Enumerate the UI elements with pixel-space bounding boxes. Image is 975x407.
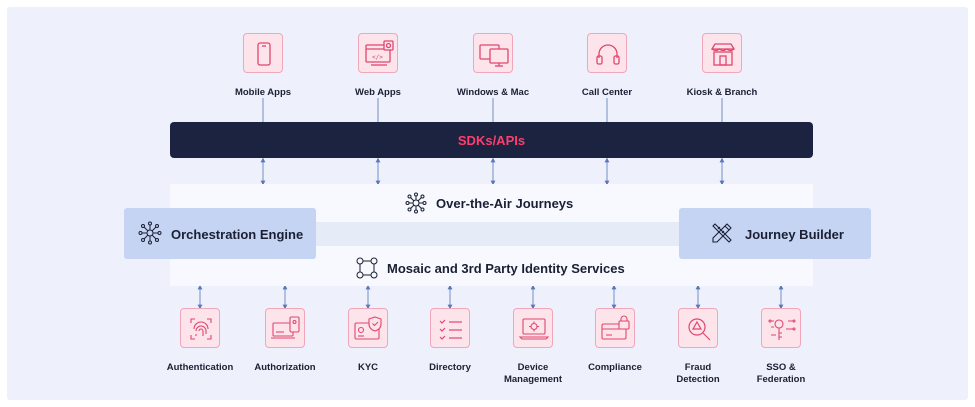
journeys-icon — [405, 192, 427, 214]
channel-label-windows-mac: Windows & Mac — [456, 87, 530, 98]
channel-label-web-apps: Web Apps — [355, 87, 401, 98]
journey-builder-label: Journey Builder — [745, 227, 844, 242]
headset-icon — [587, 33, 627, 73]
laptop-gear-icon — [513, 308, 553, 348]
service-label-kyc: KYC — [357, 362, 379, 373]
identity-title: Mosaic and 3rd Party Identity Services — [387, 261, 625, 276]
mobile-phone-icon — [243, 33, 283, 73]
checklist-icon — [430, 308, 470, 348]
web-browser-icon: </> — [358, 33, 398, 73]
service-label-authentication: Authentication — [166, 362, 234, 373]
service-label-compliance: Compliance — [588, 362, 642, 373]
fingerprint-icon — [180, 308, 220, 348]
service-label-directory: Directory — [429, 362, 471, 373]
sdk-api-bar: SDKs/APIs — [170, 122, 813, 158]
channel-label-mobile-apps: Mobile Apps — [234, 87, 292, 98]
desktop-windows-icon — [473, 33, 513, 73]
circuit-key-icon — [761, 308, 801, 348]
magnify-alert-icon — [678, 308, 718, 348]
journey-builder-box: Journey Builder — [679, 208, 871, 259]
channel-label-kiosk-branch: Kiosk & Branch — [686, 87, 758, 98]
orchestration-engine-box: Orchestration Engine — [124, 208, 316, 259]
sdk-api-label: SDKs/APIs — [457, 133, 526, 148]
service-label-sso-federation: SSO & Federation — [756, 362, 806, 385]
svg-text:</>: </> — [372, 54, 383, 61]
service-label-device-management: Device Management — [503, 362, 563, 385]
pencil-ruler-icon — [709, 220, 735, 246]
service-label-authorization: Authorization — [254, 362, 316, 373]
identity-graph-icon — [355, 256, 379, 280]
service-label-fraud-detection: Fraud Detection — [676, 362, 720, 385]
channel-label-call-center: Call Center — [581, 87, 633, 98]
laptop-phone-icon — [265, 308, 305, 348]
journeys-title: Over-the-Air Journeys — [436, 196, 574, 211]
network-hub-icon — [138, 221, 162, 245]
orchestration-engine-label: Orchestration Engine — [171, 227, 304, 242]
card-lock-icon — [595, 308, 635, 348]
id-card-shield-icon — [348, 308, 388, 348]
storefront-icon — [702, 33, 742, 73]
